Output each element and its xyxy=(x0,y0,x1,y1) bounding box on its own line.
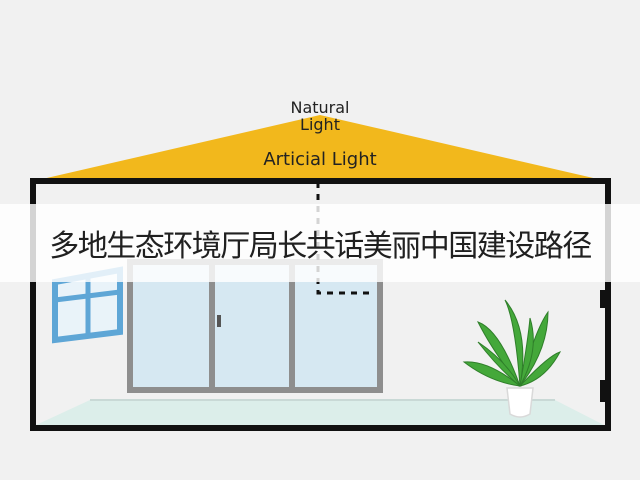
potted-plant-icon xyxy=(462,299,562,418)
artificial-light-label: Articial Light xyxy=(263,149,377,170)
headline-text: 多地生态环境厅局长共话美丽中国建设路径 xyxy=(49,229,592,264)
roof-triangle xyxy=(38,115,602,180)
floor-area xyxy=(36,400,604,425)
natural-light-label: Natural Light xyxy=(290,98,350,134)
headline-banner: 多地生态环境厅局长共话美丽中国建设路径 xyxy=(0,204,640,282)
sliding-door-window xyxy=(127,259,383,393)
house-outline xyxy=(30,178,611,431)
right-wall-detail-2 xyxy=(600,380,606,402)
right-wall-detail xyxy=(600,290,606,308)
